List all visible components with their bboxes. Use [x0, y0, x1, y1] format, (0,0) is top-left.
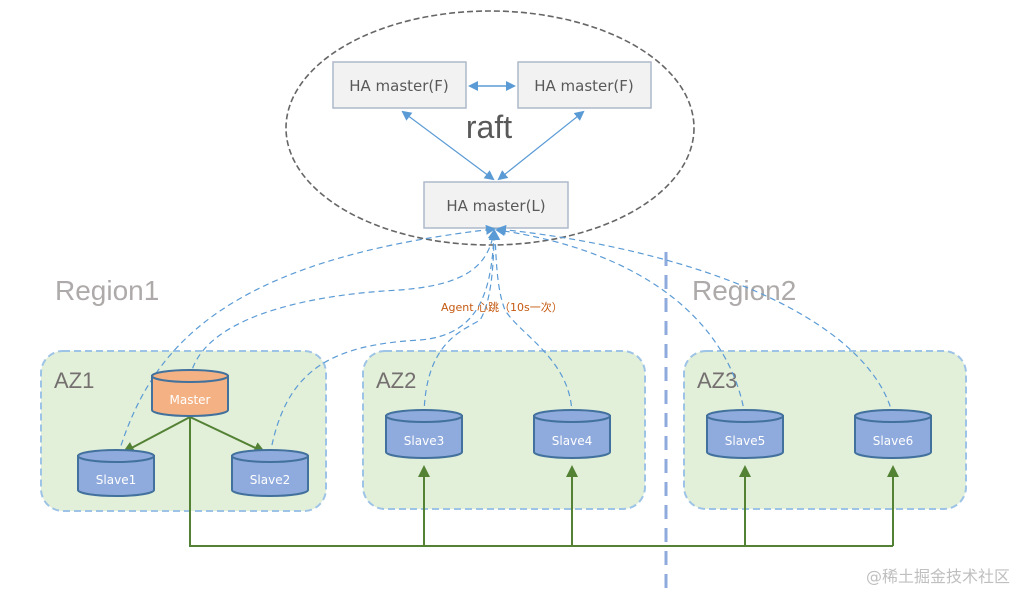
database-body: [854, 415, 932, 459]
heartbeat-slave1: [117, 224, 496, 456]
database-body: [385, 415, 463, 459]
heartbeat-master: [189, 229, 498, 379]
database-body: [533, 415, 611, 459]
database-body: [706, 415, 784, 459]
database-label: Slave4: [552, 434, 592, 448]
zone-label-az2: AZ2: [376, 368, 416, 393]
zone-label-az3: AZ3: [697, 368, 737, 393]
database-s3[interactable]: Slave3: [385, 409, 463, 459]
replication-trunk: [189, 417, 893, 547]
heartbeat-slave4: [490, 230, 573, 417]
watermark: @稀土掘金技术社区: [866, 567, 1010, 586]
database-label: Slave2: [250, 473, 290, 487]
raft-cluster-boundary: [285, 10, 695, 246]
database-top: [77, 449, 155, 463]
database-s4[interactable]: Slave4: [533, 409, 611, 459]
database-top: [151, 369, 229, 383]
replication-master-slave1: [122, 416, 191, 453]
heartbeat-label: Agent 心跳（10s一次）: [441, 300, 563, 314]
database-label: Master: [170, 393, 211, 407]
database-top: [231, 449, 309, 463]
heartbeat-slave2: [269, 230, 499, 456]
database-label: Slave1: [96, 473, 136, 487]
raft-label: raft: [466, 109, 512, 145]
database-body: [151, 375, 229, 417]
ha-master-follower-1-label: HA master(F): [349, 77, 449, 95]
heartbeat-slave3: [423, 230, 499, 417]
database-label: Slave6: [873, 434, 913, 448]
ha-master-leader[interactable]: HA master(L): [423, 181, 569, 229]
database-body: [231, 455, 309, 497]
ha-master-leader-label: HA master(L): [446, 197, 545, 215]
database-s1[interactable]: Slave1: [77, 449, 155, 497]
database-s2[interactable]: Slave2: [231, 449, 309, 497]
database-top: [706, 409, 784, 423]
database-label: Slave3: [404, 434, 444, 448]
database-top: [854, 409, 932, 423]
database-top: [533, 409, 611, 423]
region-label-1: Region1: [55, 275, 159, 306]
heartbeat-slave6: [496, 224, 894, 417]
raft-link-f2-leader: [497, 110, 585, 181]
database-master[interactable]: Master: [151, 369, 229, 417]
database-body: [77, 455, 155, 497]
region-label-2: Region2: [692, 275, 796, 306]
zone-label-az1: AZ1: [54, 368, 94, 393]
database-s6[interactable]: Slave6: [854, 409, 932, 459]
raft-link-f1-leader: [401, 110, 495, 181]
ha-master-follower-2-label: HA master(F): [534, 77, 634, 95]
database-top: [385, 409, 463, 423]
ha-master-follower-2[interactable]: HA master(F): [517, 61, 652, 109]
database-s5[interactable]: Slave5: [706, 409, 784, 459]
replication-master-slave2: [189, 416, 266, 454]
database-label: Slave5: [725, 434, 765, 448]
ha-master-follower-1[interactable]: HA master(F): [332, 61, 467, 109]
